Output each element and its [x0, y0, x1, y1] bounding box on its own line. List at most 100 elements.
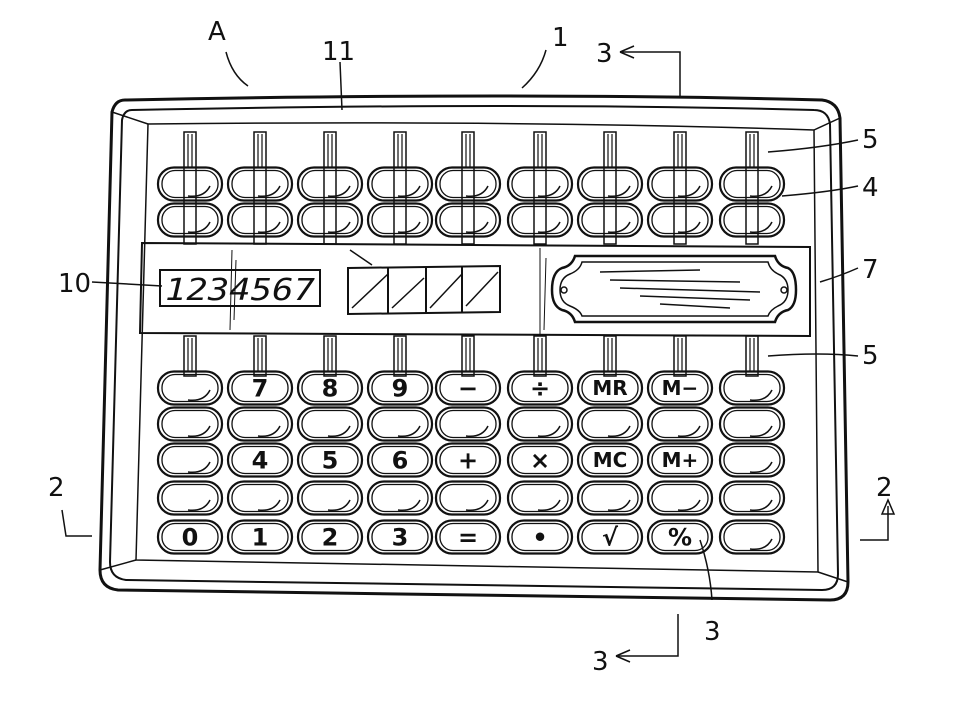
- calc-key[interactable]: =: [434, 519, 502, 555]
- abacus-bead[interactable]: [156, 406, 224, 442]
- calc-key[interactable]: 2: [296, 519, 364, 555]
- upper-bead[interactable]: [576, 202, 644, 238]
- upper-bead[interactable]: [366, 166, 434, 202]
- key-label: MC: [593, 448, 628, 472]
- calc-key[interactable]: √: [576, 519, 644, 555]
- calc-key[interactable]: 7: [226, 370, 294, 406]
- rod-lower-4: [393, 335, 407, 377]
- calc-key[interactable]: 3: [366, 519, 434, 555]
- reference-labels: A 1 3 11 5 4 7 5 10 2 2 3 3: [48, 17, 893, 677]
- calc-key[interactable]: •: [506, 519, 574, 555]
- abacus-bead[interactable]: [718, 442, 786, 478]
- key-label: %: [668, 524, 692, 552]
- upper-beads: [156, 166, 786, 238]
- calc-key[interactable]: −: [434, 370, 502, 406]
- label-housing: 1: [552, 23, 569, 53]
- abacus-bead[interactable]: [156, 370, 224, 406]
- upper-bead[interactable]: [576, 166, 644, 202]
- abacus-bead[interactable]: [296, 406, 364, 442]
- abacus-bead[interactable]: [718, 406, 786, 442]
- upper-bead[interactable]: [506, 166, 574, 202]
- abacus-bead[interactable]: [576, 480, 644, 516]
- abacus-bead[interactable]: [718, 480, 786, 516]
- upper-bead[interactable]: [156, 202, 224, 238]
- upper-bead[interactable]: [434, 166, 502, 202]
- abacus-bead[interactable]: [226, 480, 294, 516]
- key-label: 1: [252, 524, 269, 552]
- key-label: −: [458, 375, 478, 403]
- calc-key[interactable]: M+: [646, 442, 714, 478]
- abacus-bead[interactable]: [506, 406, 574, 442]
- key-label: ÷: [530, 375, 550, 403]
- label-rod-lower: 5: [862, 341, 879, 371]
- calc-key[interactable]: 6: [366, 442, 434, 478]
- upper-bead[interactable]: [718, 202, 786, 238]
- upper-bead[interactable]: [366, 202, 434, 238]
- label-rod-upper: 5: [862, 125, 879, 155]
- label-key: 3: [704, 617, 721, 647]
- upper-bead[interactable]: [296, 202, 364, 238]
- abacus-bead[interactable]: [718, 519, 786, 555]
- key-label: 9: [392, 375, 409, 403]
- upper-bead[interactable]: [506, 202, 574, 238]
- key-label: M−: [662, 376, 699, 400]
- rod-upper-2: [253, 131, 267, 245]
- upper-bead[interactable]: [646, 202, 714, 238]
- label-section-top: 3: [596, 39, 613, 69]
- key-label: ×: [530, 447, 550, 475]
- upper-bead[interactable]: [226, 202, 294, 238]
- label-bead: 4: [862, 173, 879, 203]
- key-label: 2: [322, 524, 339, 552]
- calc-key[interactable]: ÷: [506, 370, 574, 406]
- abacus-bead[interactable]: [506, 480, 574, 516]
- abacus-bead[interactable]: [718, 370, 786, 406]
- key-label: 8: [322, 375, 339, 403]
- lower-rods: [183, 335, 759, 377]
- label-panel: 7: [862, 255, 879, 285]
- rod-upper-8: [673, 131, 687, 245]
- key-label: √: [602, 524, 619, 552]
- calc-key[interactable]: M−: [646, 370, 714, 406]
- housing-frame: [98, 94, 850, 602]
- abacus-bead[interactable]: [156, 480, 224, 516]
- abacus-bead[interactable]: [434, 480, 502, 516]
- abacus-bead[interactable]: [226, 406, 294, 442]
- key-label: 3: [392, 524, 409, 552]
- key-label: 7: [252, 375, 269, 403]
- label-section-left: 2: [48, 473, 65, 503]
- abacus-bead[interactable]: [366, 406, 434, 442]
- abacus-bead[interactable]: [296, 480, 364, 516]
- calc-key[interactable]: 8: [296, 370, 364, 406]
- upper-bead[interactable]: [646, 166, 714, 202]
- abacus-bead[interactable]: [646, 406, 714, 442]
- calc-key[interactable]: ×: [506, 442, 574, 478]
- calc-key[interactable]: 4: [226, 442, 294, 478]
- upper-bead[interactable]: [156, 166, 224, 202]
- upper-bead[interactable]: [718, 166, 786, 202]
- upper-bead[interactable]: [296, 166, 364, 202]
- abacus-bead[interactable]: [366, 480, 434, 516]
- abacus-bead[interactable]: [434, 406, 502, 442]
- upper-bead[interactable]: [434, 202, 502, 238]
- solar-cell: [347, 264, 501, 316]
- rod-upper-9: [745, 131, 759, 245]
- rod-upper-7: [603, 131, 617, 245]
- calc-key[interactable]: 1: [226, 519, 294, 555]
- upper-bead[interactable]: [226, 166, 294, 202]
- calc-key[interactable]: +: [434, 442, 502, 478]
- calc-key[interactable]: MC: [576, 442, 644, 478]
- calc-key[interactable]: 5: [296, 442, 364, 478]
- calc-key[interactable]: %: [646, 519, 714, 555]
- display-panel-bar: [138, 241, 811, 338]
- calc-key[interactable]: MR: [576, 370, 644, 406]
- abacus-bead[interactable]: [646, 480, 714, 516]
- abacus-bead[interactable]: [156, 442, 224, 478]
- rod-lower-9: [745, 335, 759, 377]
- rod-upper-4: [393, 131, 407, 245]
- abacus-bead[interactable]: [576, 406, 644, 442]
- name-plate: [550, 254, 798, 324]
- calc-key[interactable]: 0: [156, 519, 224, 555]
- key-label: •: [532, 524, 547, 552]
- calc-key[interactable]: 9: [366, 370, 434, 406]
- upper-rods: [183, 131, 759, 245]
